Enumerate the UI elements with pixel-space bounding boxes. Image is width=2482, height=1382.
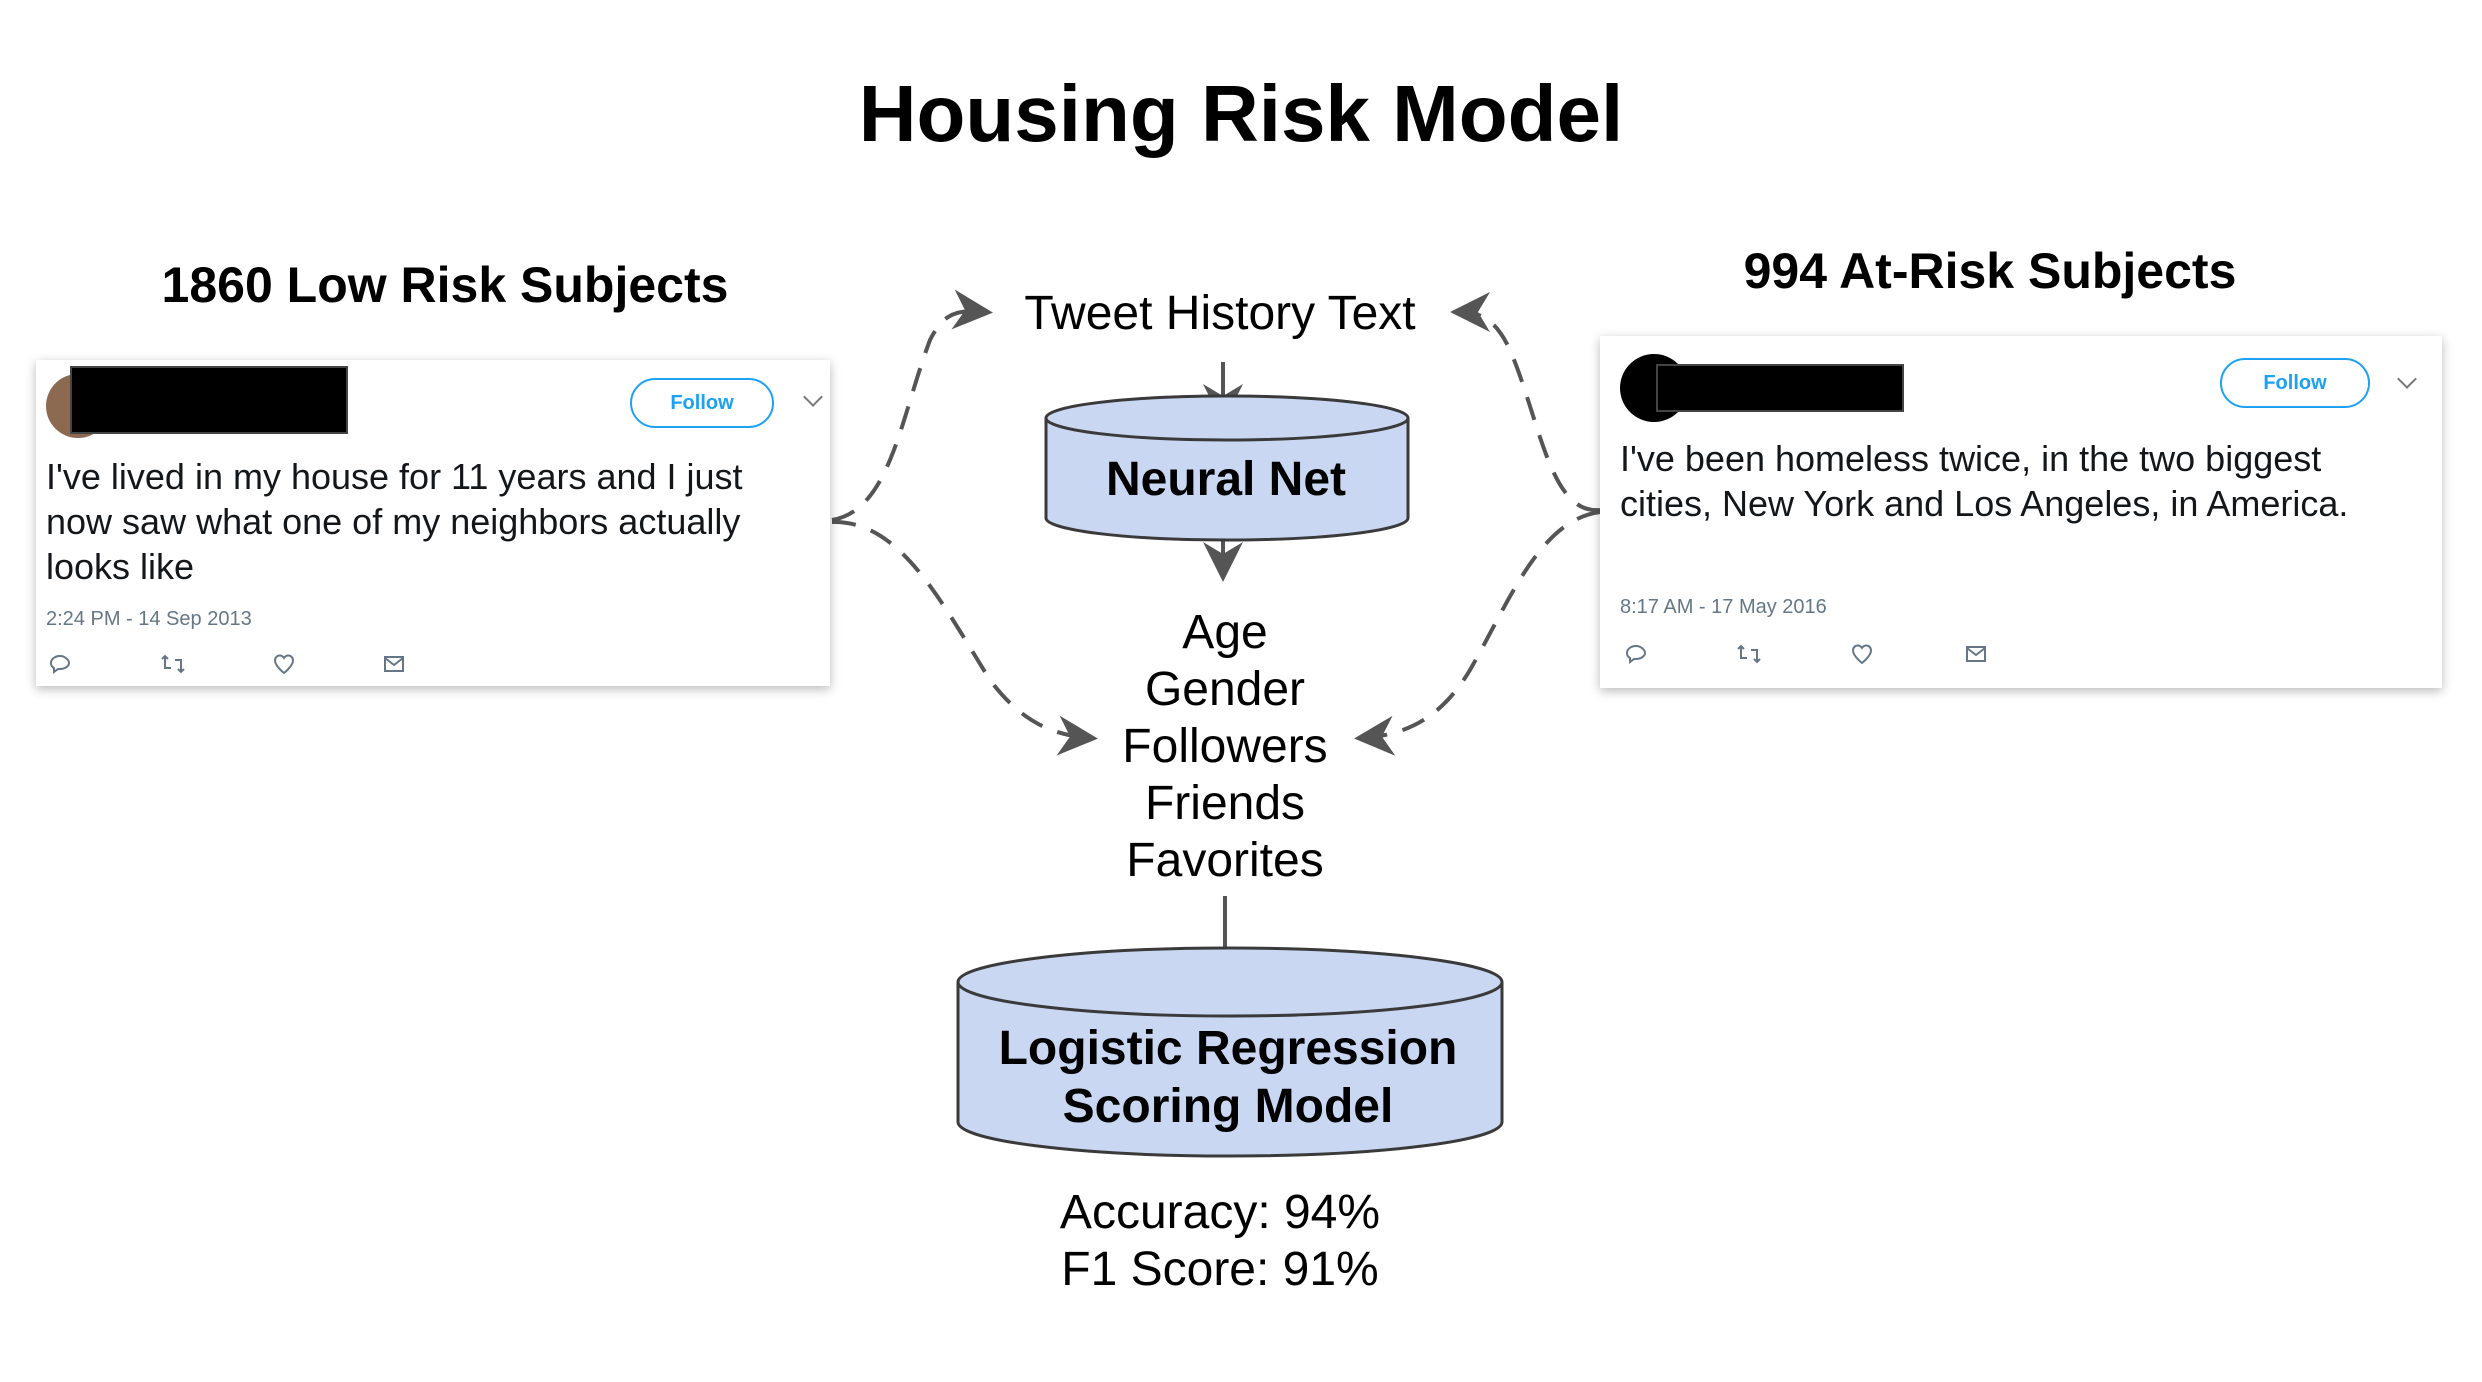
scoring-model-label-line1: Logistic Regression: [998, 1022, 1458, 1075]
feature-followers: Followers: [1122, 720, 1328, 773]
feature-favorites: Favorites: [1126, 834, 1324, 887]
retweet-icon[interactable]: [1736, 642, 1762, 666]
neural-net-label: Neural Net: [1105, 453, 1347, 506]
redacted-username: [1656, 364, 1904, 412]
tweet-timestamp[interactable]: 8:17 AM - 17 May 2016: [1620, 596, 1827, 618]
low-risk-tweet-card: Follow I've lived in my house for 11 yea…: [36, 360, 830, 686]
accuracy-metric: Accuracy: 94%: [1059, 1186, 1381, 1239]
at-risk-group-label: 994 At-Risk Subjects: [1743, 243, 2237, 299]
message-icon[interactable]: [1964, 642, 1988, 666]
dashed-arrow-right-to-input: [1450, 292, 1601, 513]
input-label: Tweet History Text: [1024, 287, 1416, 340]
at-risk-tweet-card: Follow I've been homeless twice, in the …: [1600, 336, 2442, 688]
reply-icon[interactable]: [48, 652, 72, 676]
follow-button[interactable]: Follow: [630, 378, 774, 428]
redacted-username: [70, 366, 348, 434]
chevron-down-icon[interactable]: [803, 387, 823, 407]
f1-score-metric: F1 Score: 91%: [1061, 1243, 1379, 1296]
message-icon[interactable]: [382, 652, 406, 676]
reply-icon[interactable]: [1624, 642, 1648, 666]
scoring-model-label: Logistic Regression Scoring Model: [958, 1020, 1498, 1136]
retweet-icon[interactable]: [160, 652, 186, 676]
neural-net-cylinder: [1044, 394, 1410, 542]
follow-button[interactable]: Follow: [2220, 358, 2370, 408]
like-icon[interactable]: [272, 652, 296, 676]
feature-list: Age Gender Followers Friends Favorites: [1000, 604, 1450, 889]
scoring-model-cylinder: [956, 946, 1504, 1158]
tweet-text: I've been homeless twice, in the two big…: [1620, 438, 2349, 524]
chevron-down-icon[interactable]: [2397, 369, 2417, 389]
tweet-timestamp[interactable]: 2:24 PM - 14 Sep 2013: [46, 608, 252, 630]
scoring-model-label-line2: Scoring Model: [1062, 1080, 1394, 1133]
page-title: Housing Risk Model: [858, 69, 1624, 158]
feature-gender: Gender: [1144, 663, 1306, 716]
low-risk-group-label: 1860 Low Risk Subjects: [161, 257, 729, 313]
feature-age: Age: [1182, 606, 1268, 659]
dashed-arrow-right-to-features: [1354, 510, 1601, 756]
tweet-text: I've lived in my house for 11 years and …: [46, 456, 743, 587]
model-metrics: Accuracy: 94% F1 Score: 91%: [950, 1184, 1490, 1298]
feature-friends: Friends: [1144, 777, 1306, 830]
dashed-arrow-left-to-features: [831, 519, 1098, 756]
like-icon[interactable]: [1850, 642, 1874, 666]
dashed-arrow-left-to-input: [831, 289, 993, 522]
